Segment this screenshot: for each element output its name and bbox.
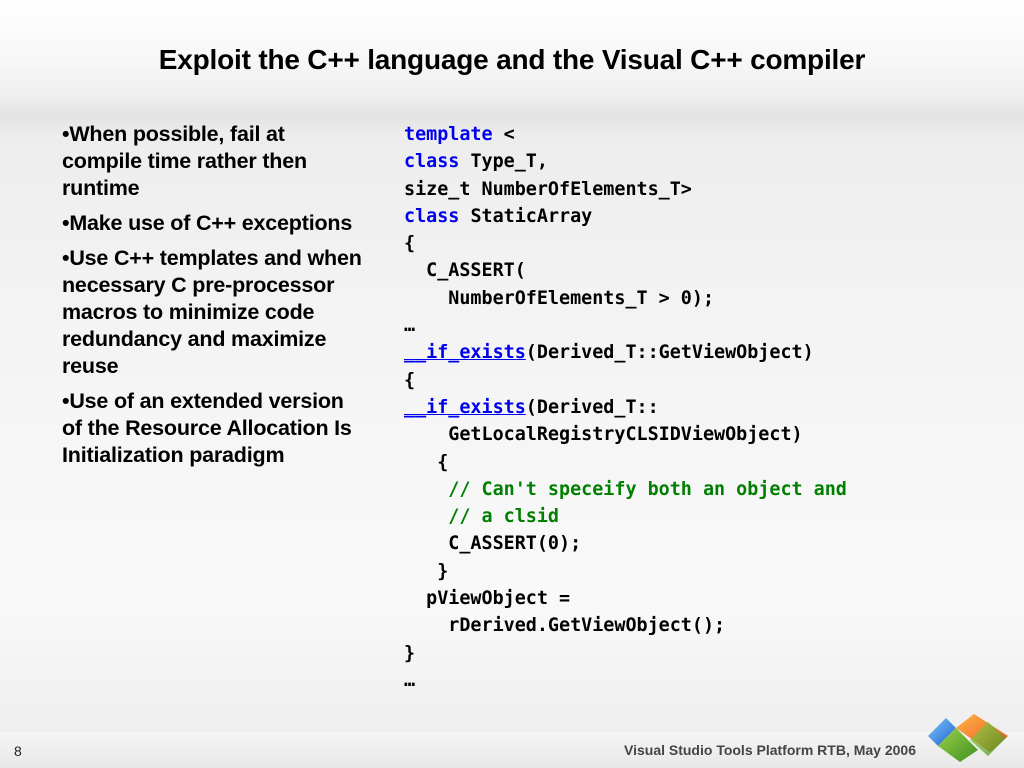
code-keyword: class <box>404 151 460 173</box>
bullet-text: Make use of C++ exceptions <box>69 211 353 235</box>
bullet-item: •Use of an extended version of the Resou… <box>62 388 362 469</box>
footer-bar <box>0 732 1024 768</box>
bullet-item: •Make use of C++ exceptions <box>62 210 362 237</box>
bullet-text: Use of an extended version of the Resour… <box>62 389 352 467</box>
code-text: < <box>492 124 515 145</box>
bullet-marker: • <box>62 389 70 413</box>
code-line: … <box>404 315 416 337</box>
code-text: Type_T, <box>459 151 548 173</box>
bullet-item: •Use C++ templates and when necessary C … <box>62 245 362 380</box>
visual-studio-logo-icon <box>928 714 1008 762</box>
code-line: { <box>404 233 416 255</box>
code-comment: // Can't speceify both an object and <box>404 478 847 500</box>
code-line: … <box>404 669 416 691</box>
slide-title: Exploit the C++ language and the Visual … <box>158 44 866 75</box>
bullet-text: When possible, fail at compile time rath… <box>62 122 307 200</box>
code-comment: // a clsid <box>404 506 560 528</box>
background-band <box>0 95 1024 135</box>
code-line: { <box>404 451 449 473</box>
code-block: template < class Type_T, size_t NumberOf… <box>404 121 847 694</box>
code-text: StaticArray <box>459 205 593 227</box>
bullet-text: Use C++ templates and when necessary C p… <box>62 246 362 378</box>
code-keyword: __if_exists <box>404 396 526 418</box>
code-line: pViewObject = <box>404 588 571 610</box>
code-line: C_ASSERT( <box>404 260 526 282</box>
code-line: rDerived.GetViewObject(); <box>404 615 726 637</box>
code-keyword: __if_exists <box>404 342 526 364</box>
code-line: } <box>404 642 416 664</box>
bullet-item: •When possible, fail at compile time rat… <box>62 121 362 202</box>
code-line: } <box>404 560 449 582</box>
bullet-marker: • <box>62 122 70 146</box>
footer-text: Visual Studio Tools Platform RTB, May 20… <box>624 742 916 758</box>
code-text: (Derived_T:: <box>525 396 659 418</box>
code-keyword: class <box>404 205 460 227</box>
code-line: C_ASSERT(0); <box>404 533 582 555</box>
code-line: size_t NumberOfElements_T> <box>404 178 692 200</box>
bullet-list: •When possible, fail at compile time rat… <box>62 121 362 477</box>
code-line: GetLocalRegistryCLSIDViewObject) <box>404 424 803 446</box>
code-line: NumberOfElements_T > 0); <box>404 287 715 309</box>
code-line: { <box>404 369 416 391</box>
bullet-marker: • <box>62 211 70 235</box>
bullet-marker: • <box>62 246 70 270</box>
code-text: (Derived_T::GetViewObject) <box>525 342 814 364</box>
page-number: 8 <box>14 743 22 759</box>
code-keyword: template <box>404 124 493 145</box>
